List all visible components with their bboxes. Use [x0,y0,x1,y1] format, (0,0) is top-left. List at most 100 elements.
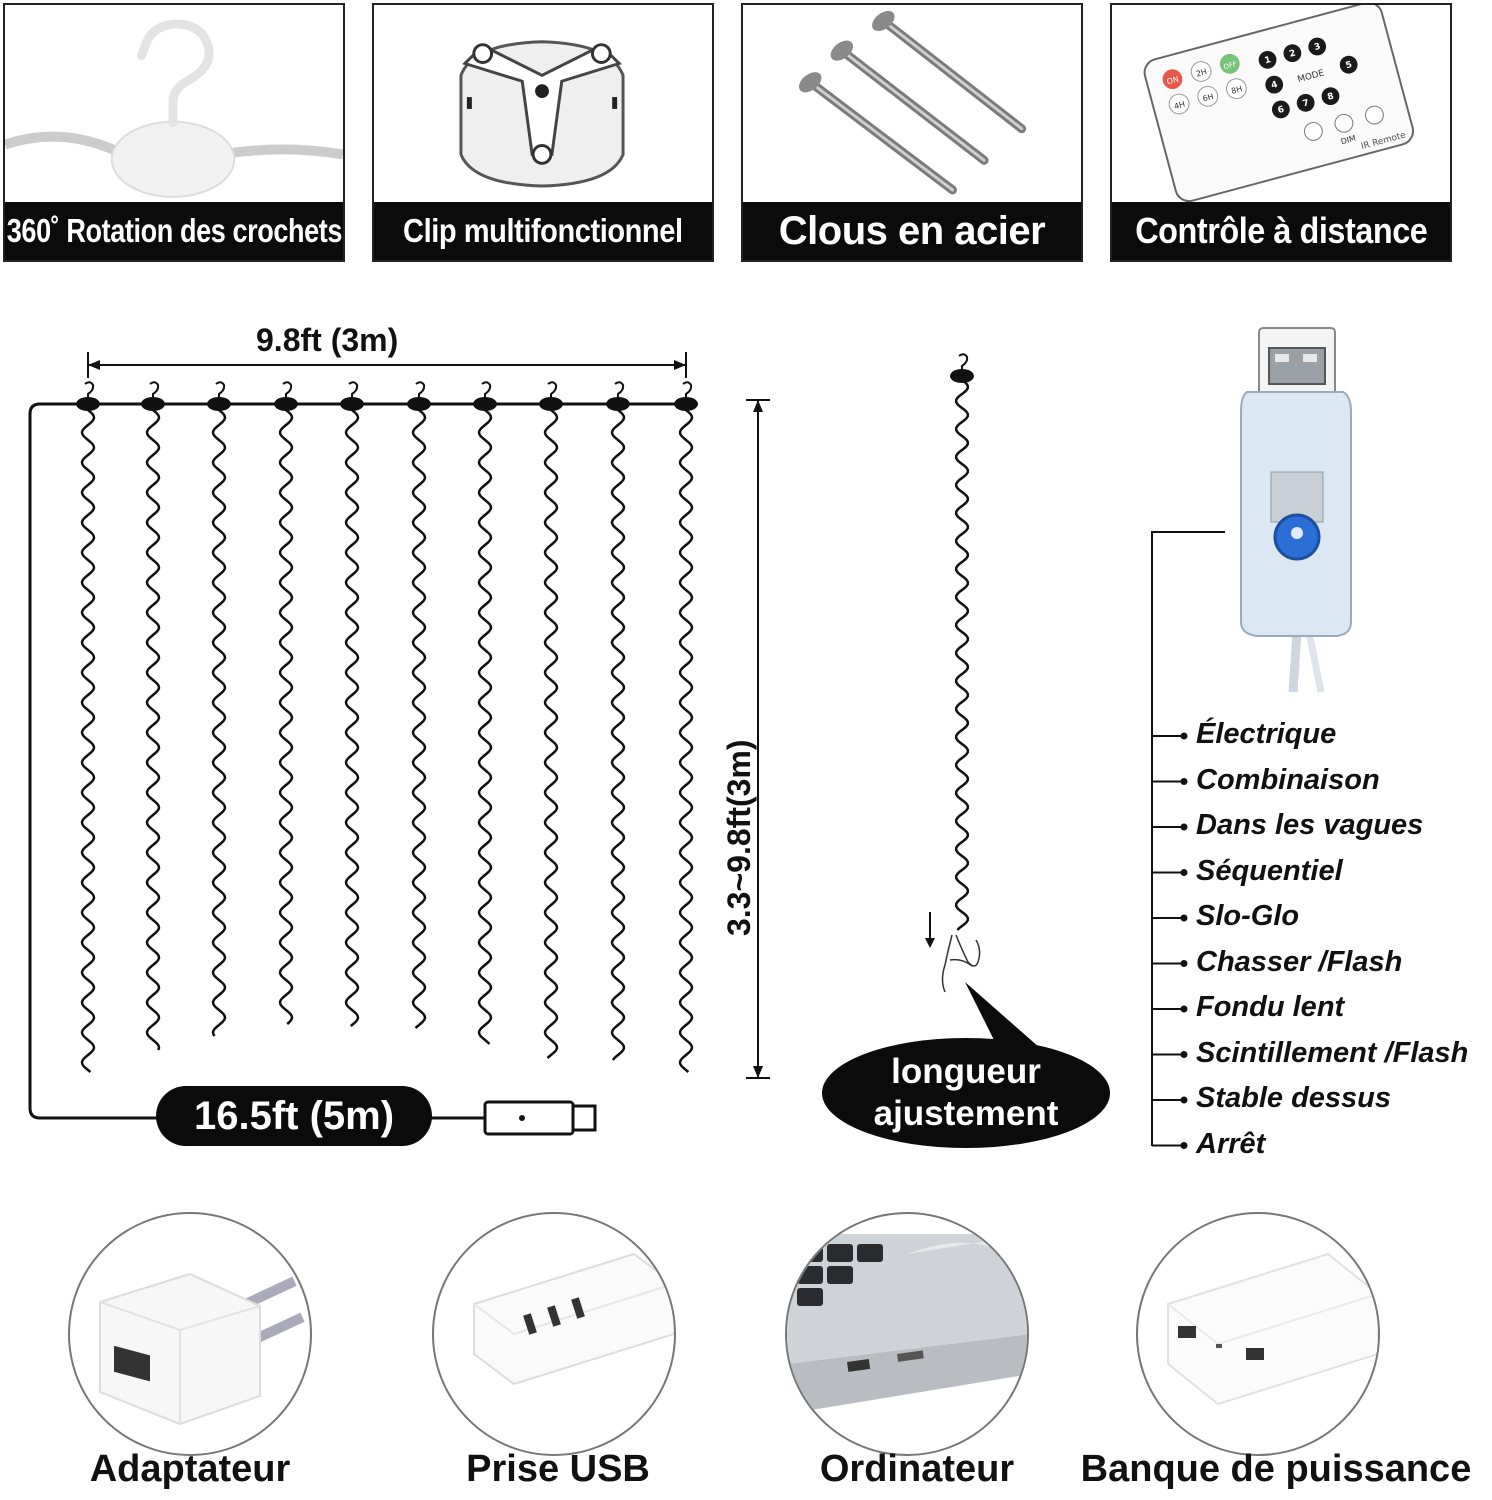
power-source-adapter [68,1212,312,1456]
svg-text:4: 4 [1270,80,1279,91]
hook-icon [481,381,492,398]
height-label-anchor: 3.3~9.8ft(3m) [558,505,757,936]
strand-wire [145,409,161,1051]
strand-wire [543,409,559,1059]
mode-item: Dans les vagues [1196,809,1424,841]
clip-icon [950,369,974,383]
svg-text:2: 2 [1288,48,1297,59]
width-dimension-arrow [87,352,687,378]
feature-caption: Clip multifonctionnel [374,202,712,260]
hook-icon [282,381,293,398]
mode-bullet [1180,732,1188,740]
svg-text:1: 1 [1264,55,1273,66]
mode-bullet [1180,1096,1188,1104]
feature-panel-clip: Clip multifonctionnel [372,3,714,262]
feature-panel-hook: 360˚ Rotation des crochets [3,3,345,262]
mode-bullet [1180,823,1188,831]
adjust-label-line1: longueur [891,1052,1041,1091]
usb-adapter-icon [99,1272,305,1426]
power-source-label: Adaptateur [89,1448,291,1490]
usb-plug-icon [483,1100,597,1136]
usb-power-strip-icon [473,1252,674,1386]
power-source-label: Ordinateur [819,1448,1015,1490]
power-source-usb-strip [432,1212,676,1456]
length-adjust-bubble: longueur ajustement [822,1038,1110,1148]
svg-text:2H: 2H [1195,67,1208,79]
svg-text:ON: ON [1166,75,1180,87]
pull-hand-icon [941,934,981,993]
height-dimension-arrow [746,399,770,1079]
single-strand [950,353,974,931]
svg-text:6H: 6H [1202,92,1215,104]
mode-item: Scintillement /Flash [1196,1036,1469,1069]
laptop-icon [787,1234,1027,1414]
mode-bullet [1180,960,1188,967]
mode-bullet [1180,1005,1188,1013]
mode-bullet [1180,778,1188,785]
power-source-power-bank [1136,1212,1380,1456]
hook-icon [215,381,226,398]
hook-icon [682,381,693,398]
hook-icon [348,381,359,398]
mode-item: Électrique [1196,718,1337,750]
strand-wire [411,409,427,1029]
curtain-strands [76,381,698,1073]
mode-item: Chasser /Flash [1196,945,1403,978]
hook-icon [958,353,969,370]
mode-item: Stable dessus [1196,1082,1392,1114]
remote-control-icon: ON 2H OFF 4H 6H 8H 1 2 3 4 5 6 [1143,5,1414,203]
strand-wire [954,379,970,931]
feature-caption: Clous en acier [743,202,1081,260]
strand-wire [80,409,96,1073]
rotating-hook-icon [5,19,343,198]
adjust-label-line2: ajustement [873,1094,1059,1133]
svg-text:DIM: DIM [1340,134,1357,147]
mode-item: Fondu lent [1196,991,1345,1023]
steel-nails-icon [798,10,1027,195]
svg-text:4H: 4H [1173,100,1186,112]
mode-bracket [1151,531,1225,1149]
svg-text:7: 7 [1302,98,1311,109]
mode-item: Combinaison [1196,763,1380,796]
width-label: 9.8ft (3m) [256,322,399,358]
pull-down-arrow [925,912,935,948]
svg-text:5: 5 [1345,60,1354,71]
hook-icon [149,381,160,398]
mode-item: Arrêt [1196,1127,1266,1160]
power-source-label: Prise USB [466,1448,650,1490]
svg-text:OFF: OFF [1223,60,1238,71]
svg-text:8H: 8H [1230,84,1243,96]
cable-length-badge: 16.5ft (5m) [156,1086,432,1146]
lighting-mode-list: Électrique Combinaison Dans les vagues S… [1196,712,1468,1167]
hook-icon [84,381,95,398]
wall-clip-icon [459,40,625,188]
height-label: 3.3~9.8ft(3m) [721,739,757,936]
hook-icon [547,381,558,398]
strand-wire [211,409,227,1037]
power-source-label: Banque de puissance [1080,1448,1472,1490]
curtain-dimension-diagram [28,352,1225,1149]
strand-wire [610,409,626,1061]
power-source-laptop [785,1212,1029,1456]
strand-wire [477,409,493,1045]
feature-panel-remote: ON 2H OFF 4H 6H 8H 1 2 3 4 5 6 [1110,3,1452,262]
power-cable [28,402,160,1120]
mode-bullet [1180,1051,1188,1058]
svg-text:8: 8 [1326,91,1335,102]
bubble-pointer [965,982,1040,1052]
feature-panel-nails: Clous en acier [741,3,1083,262]
mode-bullet [1180,914,1188,922]
hook-icon [614,381,625,398]
power-bank-icon [1167,1252,1378,1406]
mode-item: Séquentiel [1196,854,1343,887]
hook-icon [415,381,426,398]
feature-caption: Contrôle à distance [1112,202,1450,260]
strand-wire [344,409,360,1027]
usb-controller-icon [1240,327,1352,693]
svg-text:6: 6 [1277,105,1286,116]
svg-text:3: 3 [1313,42,1322,53]
strand-wire [678,409,694,1073]
mode-bullet [1180,869,1188,876]
feature-caption: 360˚ Rotation des crochets [5,202,343,260]
mode-bullet [1180,1142,1188,1149]
